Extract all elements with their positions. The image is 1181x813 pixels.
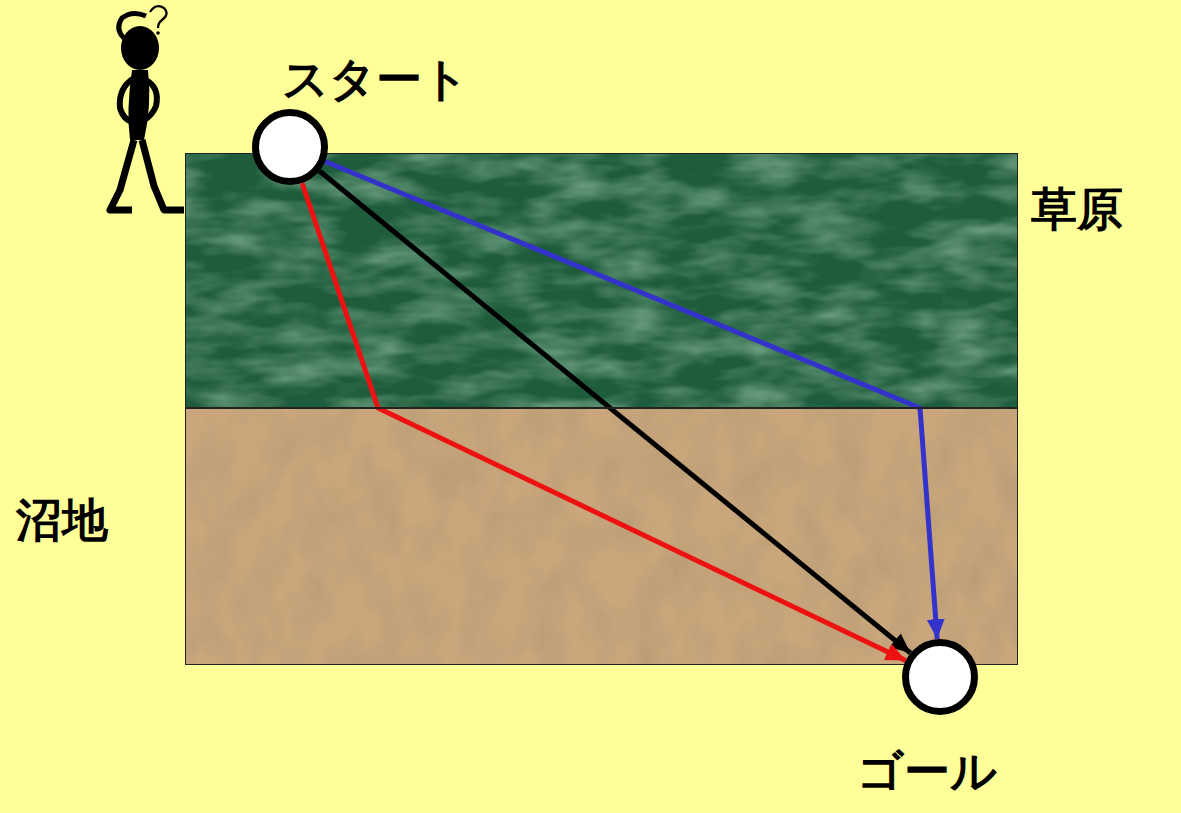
swamp-texture bbox=[185, 408, 1018, 665]
swamp-region: 沼地 bbox=[185, 408, 1018, 665]
grass-texture bbox=[185, 153, 1018, 408]
route-arrow bbox=[320, 171, 911, 653]
grass-fill bbox=[185, 153, 1018, 408]
start-circle: スタート bbox=[252, 109, 328, 185]
thinking-person bbox=[110, 6, 184, 210]
grassland-region: 草原 bbox=[185, 153, 1018, 408]
goal-label: ゴール bbox=[857, 746, 997, 797]
goal-circle: ゴール bbox=[902, 639, 978, 715]
region-label: 沼地 bbox=[16, 495, 108, 546]
start-label: スタート bbox=[282, 54, 469, 105]
route-arrow bbox=[325, 162, 937, 640]
swamp-fill bbox=[185, 408, 1018, 665]
region-label: 草原 bbox=[1031, 184, 1123, 235]
route-arrow bbox=[302, 183, 906, 661]
